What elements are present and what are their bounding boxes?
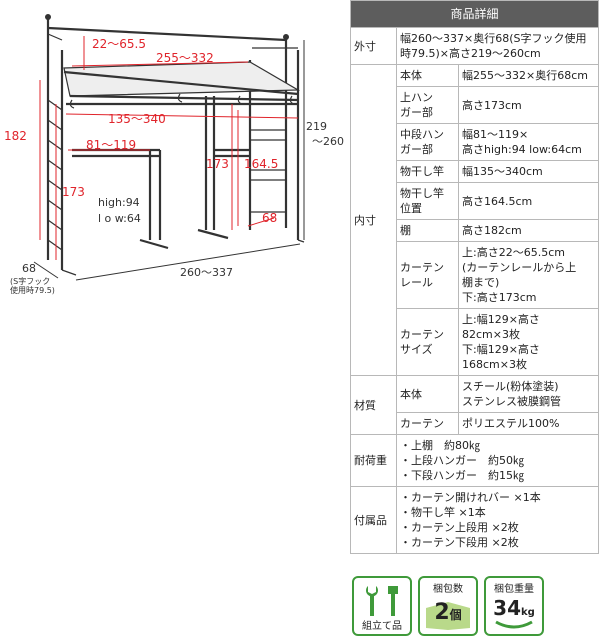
inner-row-label: 棚 [396,219,459,242]
assembly-label: 組立て品 [362,621,402,632]
load-label: 耐荷重 [350,434,397,487]
label-hanger-height: 173 [62,185,85,199]
dim-shelf-line [71,61,249,67]
inner-row-label: 中段ハン ガー部 [396,123,459,161]
right-ladder [250,129,286,213]
load-value: ・上棚 約80㎏ ・上段ハンガー 約50㎏ ・下段ハンガー 約15㎏ [396,434,599,487]
right-foot [297,239,305,243]
label-pole-height: 219 [306,120,327,133]
inner-row-value: 幅135～340cm [458,160,599,183]
right-hanger [197,96,250,240]
inner-row-value: 幅255～332×奥行68cm [458,64,599,87]
material-label: 材質 [350,375,397,435]
inner-row-label: カーテン サイズ [396,308,459,376]
inner-row-label: 本体 [396,64,459,87]
inner-row-value: 高さ182cm [458,219,599,242]
label-depth-small: 68 [262,211,277,225]
packages-count: 2個 [434,600,462,625]
inner-row-label: 物干し竿 位置 [396,182,459,220]
inner-row-value: 高さ164.5cm [458,182,599,220]
spec-header: 商品詳細 [350,0,599,28]
packages-badge: 梱包数 2個 [418,576,478,636]
label-middle-hanger: 81～119 [86,138,136,152]
label-high: high:94 [98,196,140,209]
label-rod-range: 22～65.5 [92,37,146,51]
top-connector [47,33,63,41]
label-depth: 68 [22,262,36,275]
material-row-label: カーテン [396,412,459,435]
inner-label: 内寸 [350,64,397,376]
weight-label: 梱包重量 [494,584,534,595]
outer-label: 外寸 [350,27,397,65]
box-icon [426,602,470,630]
scale-icon [495,620,533,629]
material-row-value: スチール(粉体塗装) ステンレス被膜鋼管 [458,375,599,413]
inner-row-label: カーテン レール [396,241,459,309]
outer-value: 幅260～337×奥行68(S字フック使用時79.5)×高さ219～260cm [396,27,599,65]
inner-row-label: 上ハン ガー部 [396,86,459,124]
accessories-value: ・カーテン開けれバー ×1本 ・物干し竿 ×1本 ・カーテン上段用 ×2枚 ・カ… [396,486,599,554]
label-depth-note: (S字フック使用時79.5) [10,276,55,295]
dim-width-line [75,243,301,281]
label-left-height: 182 [4,129,27,143]
packages-label: 梱包数 [433,584,463,595]
label-right-173: 173 [206,157,229,171]
hooks [69,93,295,109]
dim-68-small-line [247,217,275,227]
assembly-badge: 組立て品 [352,576,412,636]
label-width: 260～337 [180,266,233,279]
weight-badge: 梱包重量 34kg [484,576,544,636]
label-shelf-width: 255～332 [156,51,214,65]
left-pole-cap [45,14,51,20]
label-right-164: 164.5 [244,157,278,171]
top-rail [47,26,287,42]
inner-row-value: 高さ173cm [458,86,599,124]
label-pole-height-max: ～260 [312,135,344,148]
left-foot [61,269,77,276]
material-row-label: 本体 [396,375,459,413]
label-lower-rod: 135～340 [108,112,166,126]
accessories-label: 付属品 [350,486,397,554]
left-ladder [47,99,63,251]
spec-table: 商品詳細 外寸 幅260～337×奥行68(S字フック使用時79.5)×高さ21… [350,0,599,554]
tools-icon [366,586,398,616]
material-row-value: ポリエステル100% [458,412,599,435]
label-low: l o w:64 [98,212,141,225]
dim-depth-line [33,261,59,279]
right-pole-cap [283,34,289,40]
inner-row-value: 上:高さ22～65.5cm (カーテンレールから上 棚まで) 下:高さ173cm [458,241,599,309]
shelf [63,61,301,102]
inner-row-value: 幅81～119× 高さhigh:94 low:64cm [458,123,599,161]
product-dimension-diagram: 22～65.5 255～332 135～340 182 81～119 173 1… [4,14,344,295]
weight-value: 34kg [493,596,535,620]
info-badges: 組立て品 梱包数 2個 梱包重量 34kg [352,576,552,636]
inner-row-value: 上:幅129×高さ 82cm×3枚 下:幅129×高さ 168cm×3枚 [458,308,599,376]
inner-row-label: 物干し竿 [396,160,459,183]
dim-lower-rod-line [65,113,299,119]
